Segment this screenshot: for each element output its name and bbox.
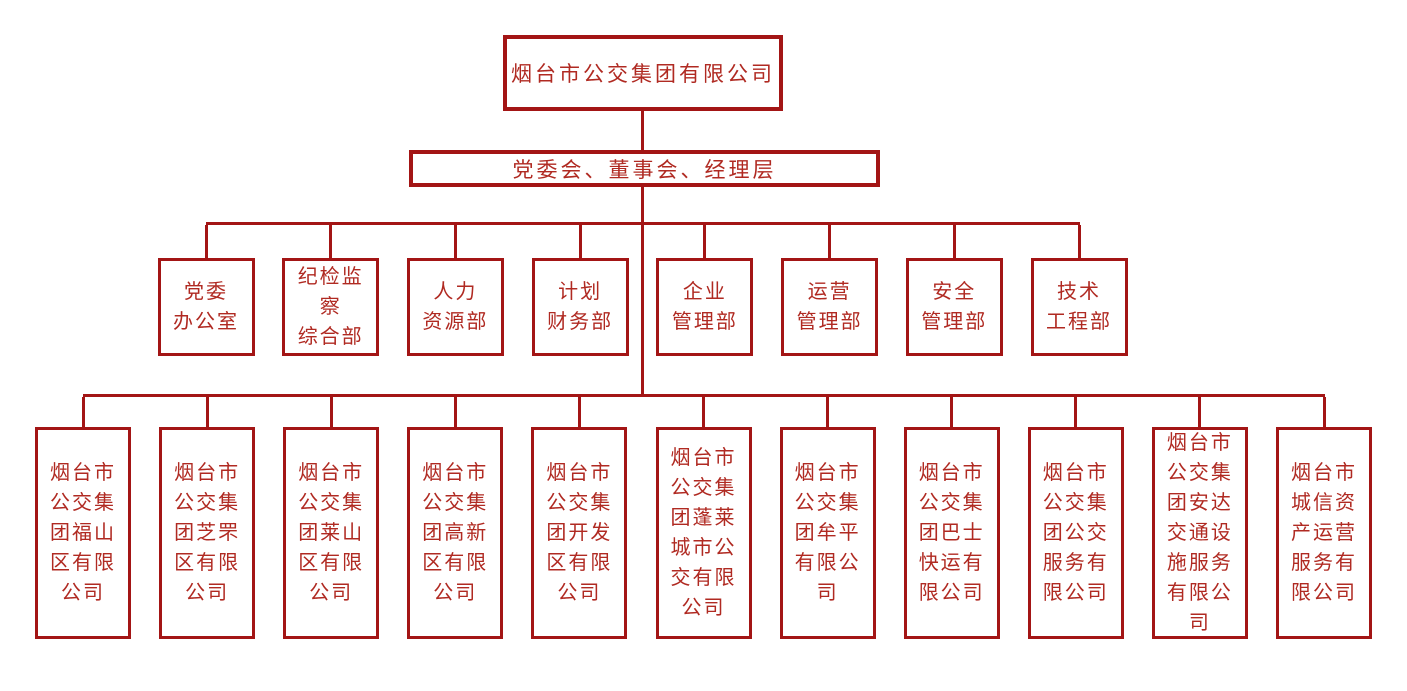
connector-department-rail: [206, 222, 1080, 225]
subsidiary-box: 烟台市 公交集 团安达 交通设 施服务 有限公 司: [1151, 427, 1248, 639]
connector-stub: [1074, 397, 1078, 427]
connector-root-to-governance: [641, 111, 644, 150]
connector-governance-trunk: [641, 187, 644, 395]
subsidiary-box: 烟台市 公交集 团蓬莱 城市公 交有限 公司: [655, 427, 752, 639]
subsidiary-box: 烟台市 公交集 团福山 区有限 公司: [35, 427, 131, 639]
connector-stub: [329, 225, 333, 258]
connector-stub: [205, 397, 209, 427]
connector-stub: [828, 225, 832, 258]
subsidiary-box: 烟台市 公交集 团牟平 有限公 司: [779, 427, 876, 639]
department-box: 企业 管理部: [656, 258, 754, 356]
connector-stub: [826, 397, 830, 427]
connector-stub: [81, 397, 85, 427]
subsidiary-box: 烟台市 公交集 团高新 区有限 公司: [407, 427, 504, 639]
connector-stub: [453, 225, 457, 258]
subsidiary-box: 烟台市 公交集 团巴士 快运有 限公司: [903, 427, 1000, 639]
connector-stub: [702, 397, 705, 427]
connector-stub: [950, 397, 954, 427]
connector-stub: [703, 225, 707, 258]
subsidiary-box: 烟台市 公交集 团莱山 区有限 公司: [283, 427, 380, 639]
subsidiary-box: 烟台市 公交集 团公交 服务有 限公司: [1027, 427, 1124, 639]
connector-stub: [329, 397, 333, 427]
connector-stub: [453, 397, 457, 427]
subsidiary-box: 烟台市 公交集 团芝罘 区有限 公司: [159, 427, 256, 639]
department-box: 计划 财务部: [531, 258, 629, 356]
subsidiary-box: 烟台市 城信资 产运营 服务有 限公司: [1276, 427, 1372, 639]
department-box: 安全 管理部: [905, 258, 1003, 356]
department-box: 纪检监 察 综合部: [282, 258, 380, 356]
connector-stub: [1198, 397, 1202, 427]
connector-stub: [1077, 225, 1081, 258]
connector-stub: [578, 225, 582, 258]
department-box: 技术 工程部: [1030, 258, 1128, 356]
connector-stub: [577, 397, 581, 427]
department-box: 人力 资源部: [406, 258, 504, 356]
connector-stub: [204, 225, 208, 258]
connector-stub: [1322, 397, 1326, 427]
connector-stub: [952, 225, 956, 258]
governance-box: 党委会、董事会、经理层: [409, 150, 880, 187]
department-box: 运营 管理部: [781, 258, 879, 356]
connector-subsidiary-rail: [83, 394, 1325, 397]
subsidiary-box: 烟台市 公交集 团开发 区有限 公司: [531, 427, 628, 639]
company-root-box: 烟台市公交集团有限公司: [503, 35, 783, 111]
department-box: 党委 办公室: [157, 258, 255, 356]
